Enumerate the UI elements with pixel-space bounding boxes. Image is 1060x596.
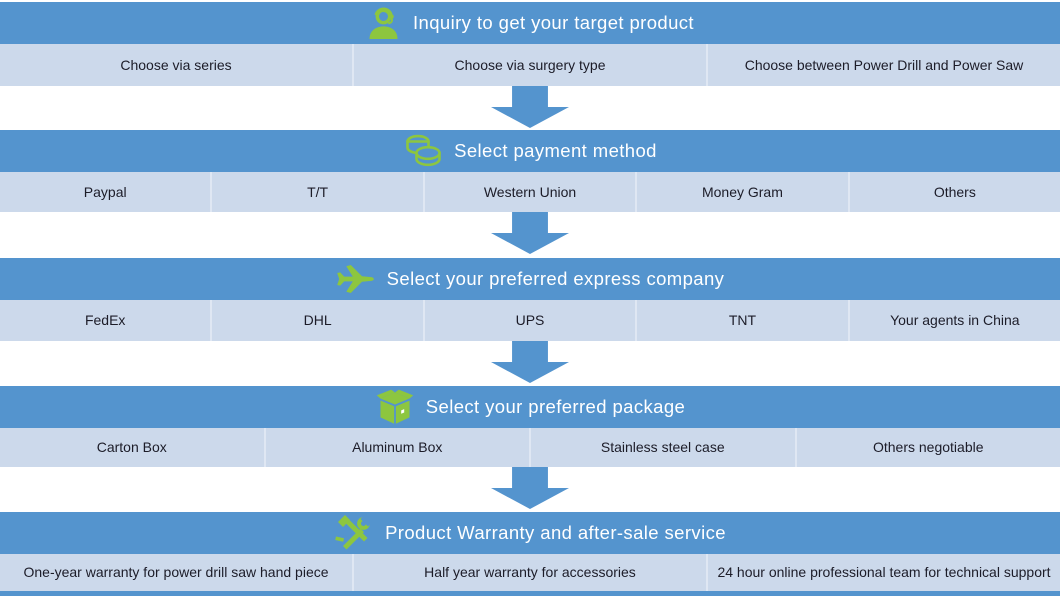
option-cell: FedEx: [84, 312, 126, 329]
option-cell: T/T: [210, 172, 422, 212]
headset-icon: [366, 5, 402, 41]
option-cell: DHL: [210, 300, 422, 341]
section-express: Select your preferred express company Fe…: [0, 258, 1060, 341]
section-header: Select your preferred package: [0, 386, 1060, 428]
option-cell: Paypal: [83, 183, 127, 200]
options-row: Carton Box Aluminum Box Stainless steel …: [0, 428, 1060, 467]
down-arrow-icon: [491, 341, 569, 383]
tools-icon: [334, 513, 374, 553]
section-title: Select payment method: [454, 140, 657, 161]
section-package: Select your preferred package Carton Box…: [0, 386, 1060, 467]
option-cell: One-year warranty for power drill saw ha…: [23, 564, 329, 581]
down-arrow-icon: [491, 467, 569, 509]
option-cell: Your agents in China: [847, 300, 1060, 341]
section-header: Inquiry to get your target product: [0, 2, 1060, 44]
section-warranty: Product Warranty and after-sale service …: [0, 512, 1060, 591]
section-payment: Select payment method Paypal T/T Western…: [0, 130, 1060, 212]
section-title: Select your preferred express company: [386, 268, 725, 289]
option-cell: Others: [847, 172, 1060, 212]
option-cell: Stainless steel case: [529, 428, 795, 467]
flow-connector: [0, 212, 1060, 258]
section-header: Product Warranty and after-sale service: [0, 512, 1060, 554]
option-cell: TNT: [635, 300, 847, 341]
flow-connector: [0, 86, 1060, 130]
coins-icon: [403, 133, 443, 169]
section-title: Product Warranty and after-sale service: [385, 522, 726, 543]
option-cell: Money Gram: [635, 172, 847, 212]
box-icon: [375, 387, 415, 427]
option-cell: Choose via surgery type: [352, 44, 706, 86]
option-cell: Western Union: [422, 172, 635, 212]
section-title: Select your preferred package: [425, 396, 686, 417]
airplane-icon: [336, 263, 376, 295]
section-header: Select payment method: [0, 130, 1060, 172]
option-cell: Carton Box: [96, 439, 167, 456]
option-cell: 24 hour online professional team for tec…: [706, 554, 1060, 591]
flow-connector: [0, 467, 1060, 512]
option-cell: Choose via series: [120, 56, 232, 73]
option-cell: Half year warranty for accessories: [352, 554, 706, 591]
options-row: Paypal T/T Western Union Money Gram Othe…: [0, 172, 1060, 212]
option-cell: Aluminum Box: [263, 428, 530, 467]
down-arrow-icon: [491, 86, 569, 128]
flow-connector: [0, 341, 1060, 386]
option-cell: UPS: [422, 300, 635, 341]
option-cell: Others negotiable: [794, 428, 1060, 467]
down-arrow-icon: [491, 212, 569, 254]
section-inquiry: Inquiry to get your target product Choos…: [0, 2, 1060, 86]
option-cell: Choose between Power Drill and Power Saw: [706, 44, 1060, 86]
options-row: One-year warranty for power drill saw ha…: [0, 554, 1060, 591]
section-title: Inquiry to get your target product: [413, 12, 694, 33]
options-row: FedEx DHL UPS TNT Your agents in China: [0, 300, 1060, 341]
section-header: Select your preferred express company: [0, 258, 1060, 300]
options-row: Choose via series Choose via surgery typ…: [0, 44, 1060, 86]
bottom-accent-strip: [0, 591, 1060, 596]
